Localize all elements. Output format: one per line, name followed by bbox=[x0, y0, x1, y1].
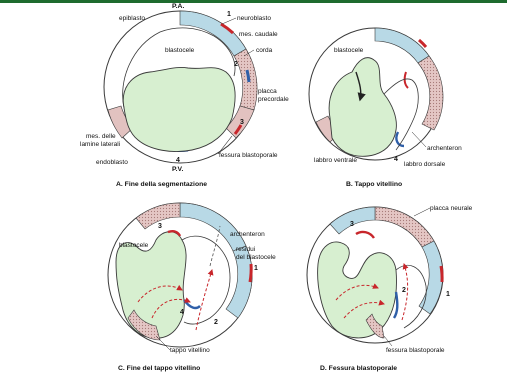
panel-d-num-1: 1 bbox=[446, 291, 450, 298]
panel-c-red-accent bbox=[250, 264, 251, 282]
panel-d-leader-placca bbox=[414, 208, 430, 216]
panel-d-label-fessura: fessura blastoporale bbox=[386, 347, 445, 354]
panel-b-label-archenteron: archenteron bbox=[427, 145, 462, 152]
panel-c-label-residui-2: del blastocele bbox=[236, 254, 276, 261]
panel-a-leader-neuroblasto bbox=[222, 18, 236, 24]
panel-d-num-3: 3 bbox=[350, 221, 354, 228]
panel-a-label-blastocele: blastocele bbox=[165, 47, 195, 54]
panel-c-num-4: 4 bbox=[180, 309, 184, 316]
panel-a-pa: P.A. bbox=[172, 3, 184, 10]
panel-a-pv: P.V. bbox=[172, 166, 183, 173]
panel-a-label-corda: corda bbox=[256, 47, 273, 54]
panel-c-label-residui-1: residui bbox=[236, 246, 255, 253]
panel-a-num-3: 3 bbox=[240, 119, 244, 126]
panel-d-label-placca-neurale: placca neurale bbox=[430, 205, 473, 212]
panel-c: blastocele archenteron residui del blast… bbox=[108, 203, 276, 372]
panel-c-num-1: 1 bbox=[254, 265, 258, 272]
panel-d-num-2: 2 bbox=[402, 287, 406, 294]
panel-b: blastocele archenteron labbro ventrale l… bbox=[309, 28, 462, 188]
panel-a-label-mes-lam-2: lamine laterali bbox=[80, 141, 120, 148]
panel-a-num-4: 4 bbox=[176, 157, 180, 164]
panel-c-label-archenteron: archenteron bbox=[230, 231, 265, 238]
panel-a-label-fessura: fessura blastoporale bbox=[219, 152, 278, 159]
panel-d: placca neurale fessura blastoporale 1 2 … bbox=[307, 205, 473, 372]
panel-b-label-labbro-ventrale: labbro ventrale bbox=[314, 157, 357, 164]
panel-a-label-placca-2: precordale bbox=[258, 96, 289, 103]
panel-a-label-neuroblasto: neuroblasto bbox=[237, 15, 271, 22]
panel-c-num-2: 2 bbox=[214, 319, 218, 326]
panel-b-label-labbro-dorsale: labbro dorsale bbox=[404, 161, 446, 168]
panel-b-label-blastocele: blastocele bbox=[334, 47, 364, 54]
panel-a-label-mes-lam-1: mes. delle bbox=[86, 133, 116, 140]
panel-c-num-3: 3 bbox=[158, 223, 162, 230]
panel-a-label-epiblasto: epiblasto bbox=[119, 15, 145, 22]
panel-a-label-placca-1: placca bbox=[258, 88, 277, 95]
panel-a-caption: A. Fine della segmentazione bbox=[116, 181, 207, 188]
panel-c-label-blastocele: blastocele bbox=[119, 242, 149, 249]
panel-c-caption: C. Fine del tappo vitellino bbox=[118, 365, 200, 372]
panel-a: P.A. P.V. epiblasto neuroblasto mes. cau… bbox=[80, 3, 289, 188]
panel-b-num-4: 4 bbox=[394, 156, 398, 163]
panel-c-label-tappo: tappo vitellino bbox=[170, 347, 210, 354]
panel-d-caption: D. Fessura blastoporale bbox=[320, 365, 397, 372]
panel-a-num-1: 1 bbox=[227, 11, 231, 18]
panel-a-label-endoblasto: endoblasto bbox=[96, 159, 128, 166]
panel-d-red-accent bbox=[441, 266, 442, 282]
panel-a-label-mes-caudale: mes. caudale bbox=[239, 31, 278, 38]
panel-a-num-2: 2 bbox=[234, 61, 238, 68]
panel-b-caption: B. Tappo vitellino bbox=[346, 181, 402, 188]
